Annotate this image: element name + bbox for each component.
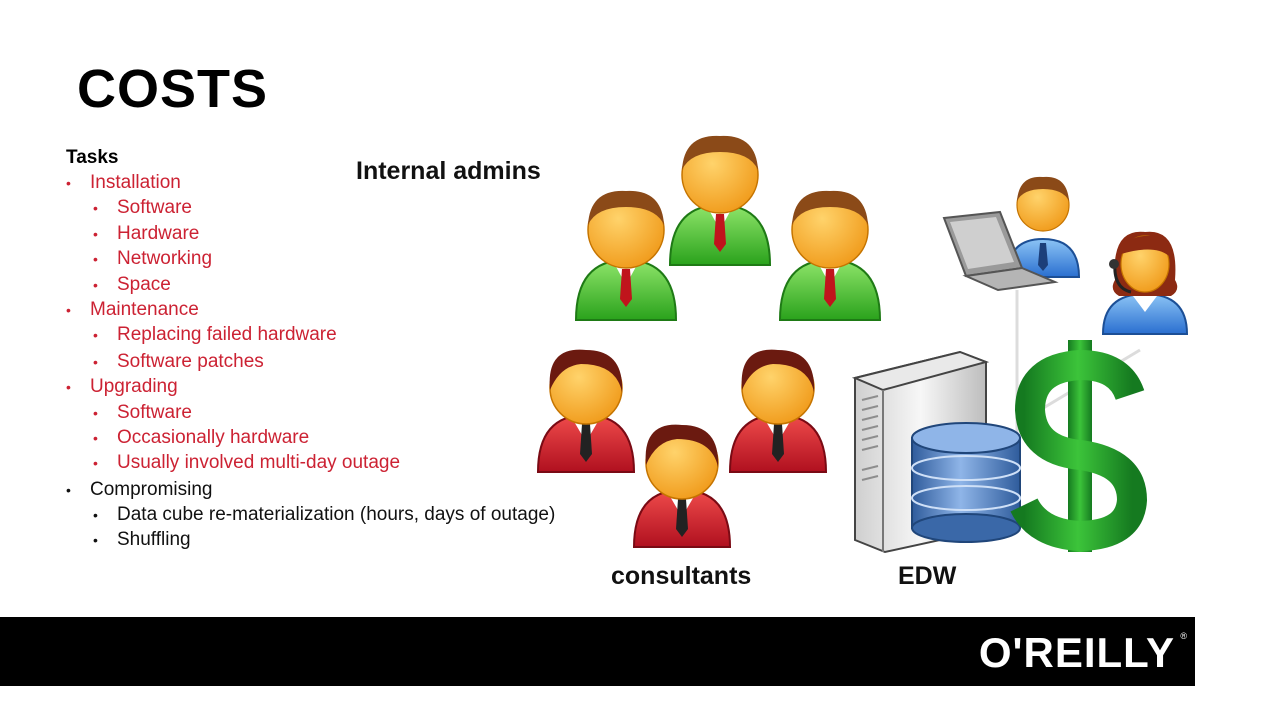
bullet-dot: • (66, 302, 71, 318)
internal-admins-label: Internal admins (356, 157, 541, 185)
bullet-text: Software patches (117, 351, 264, 372)
bullet-text: Software (117, 197, 192, 218)
sub-bullet-item: • Hardware (93, 223, 200, 245)
sub-bullet-item: • Shuffling (93, 529, 191, 551)
sub-bullet-item: • Software (93, 197, 192, 219)
bullet-text: Compromising (90, 479, 213, 500)
bullet-text: Replacing failed hardware (117, 324, 337, 345)
footer-bar: O'REILLY ® (0, 617, 1195, 686)
bullet-dot: • (93, 405, 98, 421)
sub-bullet-item: • Space (93, 274, 171, 296)
bullet-text: Space (117, 274, 171, 295)
bullet-dot: • (93, 455, 98, 471)
bullet-dot: • (93, 354, 98, 370)
bullet-dot: • (66, 175, 71, 191)
bullet-dot: • (93, 507, 98, 523)
database-icon (911, 422, 1021, 543)
support-agent-icon (1101, 231, 1189, 335)
laptop-user-icon (942, 176, 1081, 292)
consultants-label: consultants (611, 562, 752, 590)
bullet-item: • Installation (66, 172, 181, 194)
bullet-text: Occasionally hardware (117, 427, 310, 448)
bullet-text: Installation (90, 172, 181, 193)
consultant-person-icon (728, 349, 828, 473)
sub-bullet-item: • Replacing failed hardware (93, 324, 337, 346)
bullet-text: Software (117, 402, 192, 423)
bullet-text: Networking (117, 248, 213, 269)
bullet-text: Usually involved multi-day outage (117, 452, 401, 473)
bullet-item: • Compromising (66, 479, 213, 501)
bullet-item: • Upgrading (66, 376, 178, 398)
bullet-dot: • (66, 379, 71, 395)
bullet-dot: • (93, 251, 98, 267)
trademark-symbol: ® (1180, 631, 1187, 641)
bullet-text: Data cube re-materialization (hours, day… (117, 504, 556, 525)
tasks-heading: Tasks (66, 147, 119, 168)
dollar-sign-icon (1010, 340, 1148, 552)
admin-person-icon (778, 190, 882, 321)
slide-title: COSTS (77, 59, 269, 119)
consultant-person-icon (536, 349, 636, 473)
bullet-dot: • (93, 430, 98, 446)
admin-person-icon (668, 135, 772, 266)
sub-bullet-item: • Networking (93, 248, 213, 270)
bullet-item: • Maintenance (66, 299, 199, 321)
admin-person-icon (574, 190, 678, 321)
bullet-dot: • (66, 482, 71, 498)
oreilly-logo: O'REILLY (978, 629, 1175, 676)
bullet-dot: • (93, 200, 98, 216)
consultant-person-icon (632, 424, 732, 548)
edw-label: EDW (898, 562, 957, 590)
bullet-text: Shuffling (117, 529, 191, 550)
bullet-dot: • (93, 327, 98, 343)
bullet-text: Maintenance (90, 299, 199, 320)
bullet-text: Hardware (117, 223, 200, 244)
sub-bullet-item: • Data cube re-materialization (hours, da… (93, 504, 556, 526)
bullet-dot: • (93, 277, 98, 293)
sub-bullet-item: • Occasionally hardware (93, 427, 310, 449)
sub-bullet-item: • Software (93, 402, 192, 424)
sub-bullet-item: • Usually involved multi-day outage (93, 452, 401, 474)
bullet-text: Upgrading (90, 376, 178, 397)
sub-bullet-item: • Software patches (93, 351, 264, 373)
bullet-dot: • (93, 532, 98, 548)
bullet-dot: • (93, 226, 98, 242)
